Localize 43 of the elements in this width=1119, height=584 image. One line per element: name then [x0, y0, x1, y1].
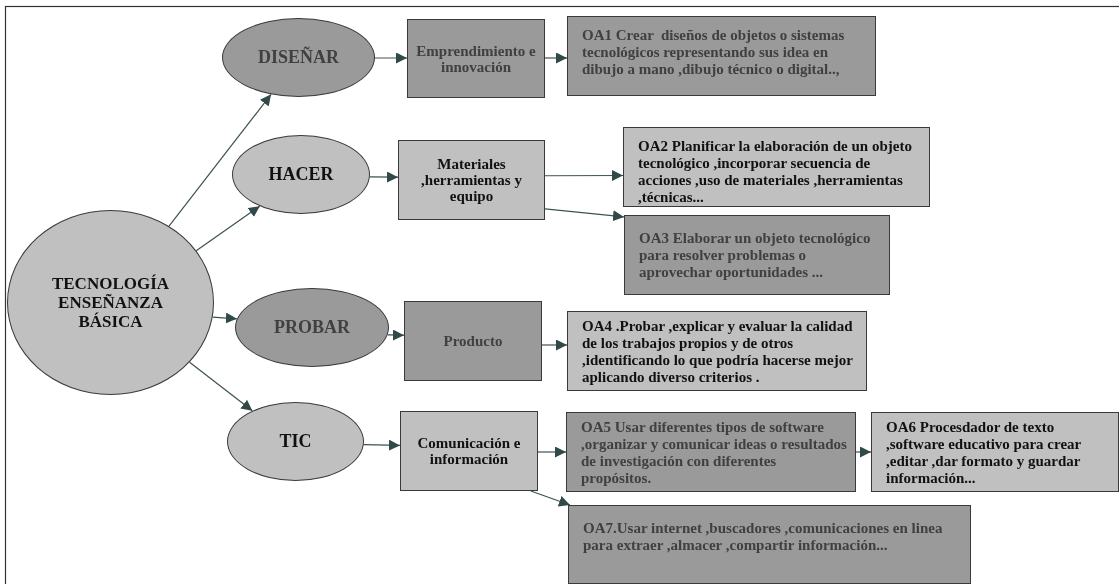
process-box	[400, 411, 538, 491]
arrow	[537, 446, 567, 458]
arrow	[544, 208, 625, 222]
ellipse-node	[232, 135, 370, 214]
node-label: OA4 .Probar ,explicar y evaluar la calidad de los trabajos propios y de otros ,identificando lo que podría hacerse mejor aplicando diverso criterios .	[582, 318, 854, 386]
objective-box	[871, 412, 1119, 492]
objective-box	[567, 16, 876, 96]
arrow	[544, 170, 624, 182]
objective-box	[567, 311, 867, 391]
arrow	[855, 446, 872, 458]
node-label: OA3 Elaborar un objeto tecnológico para resolver problemas o aprovechar oportunidades ...	[639, 230, 872, 281]
arrow	[212, 312, 238, 324]
objective-box	[624, 215, 890, 295]
node-label: Comunicación e información	[416, 435, 522, 467]
arrow	[168, 93, 272, 227]
node-label: TIC	[279, 432, 312, 451]
node-label: OA5 Usar diferentes tipos de software ,organizar y comunicar ideas o resultados de investigación con diferentes propósitos.	[581, 419, 847, 487]
node-label: OA1 Crear diseños de objetos o sistemas tecnológicos representando sus idea en dibujo a mano ,dibujo técnico o digital..,	[582, 27, 846, 78]
arrow	[530, 490, 571, 507]
arrow	[374, 52, 408, 64]
node-label: OA6 Procesdador de texto ,software educativo para crear ,editar ,dar formato y guardar información...	[886, 419, 1082, 487]
node-label: OA2 Planificar la elaboración de un objeto tecnológico ,incorporar secuencia de acciones ,uso de materiales ,herramientas ,técnicas...	[638, 138, 913, 206]
node-label: PROBAR	[274, 318, 350, 337]
arrow	[544, 52, 568, 64]
node-label: Emprendimiento e innovación	[415, 42, 537, 75]
arrow	[363, 439, 401, 451]
node-label: OA7.Usar internet ,buscadores ,comunicaciones en linea para extraer ,almacer ,compartir información...	[583, 520, 944, 554]
objective-box	[566, 412, 856, 492]
process-box	[398, 140, 545, 220]
arrow	[387, 329, 405, 341]
arrow	[189, 361, 253, 412]
node-label: DISEÑAR	[258, 48, 339, 67]
node-label: TECNOLOGÍA ENSEÑANZA BÁSICA	[50, 274, 171, 331]
arrow	[195, 205, 261, 252]
node-label: Materiales ,herramientas y equipo	[420, 156, 523, 204]
arrow	[369, 171, 399, 183]
node-label: HACER	[268, 165, 334, 184]
objective-box	[623, 127, 930, 207]
node-label: Producto	[443, 333, 503, 349]
objective-box	[568, 505, 971, 584]
process-box	[407, 19, 545, 98]
arrow	[541, 339, 568, 351]
process-box	[404, 301, 542, 381]
